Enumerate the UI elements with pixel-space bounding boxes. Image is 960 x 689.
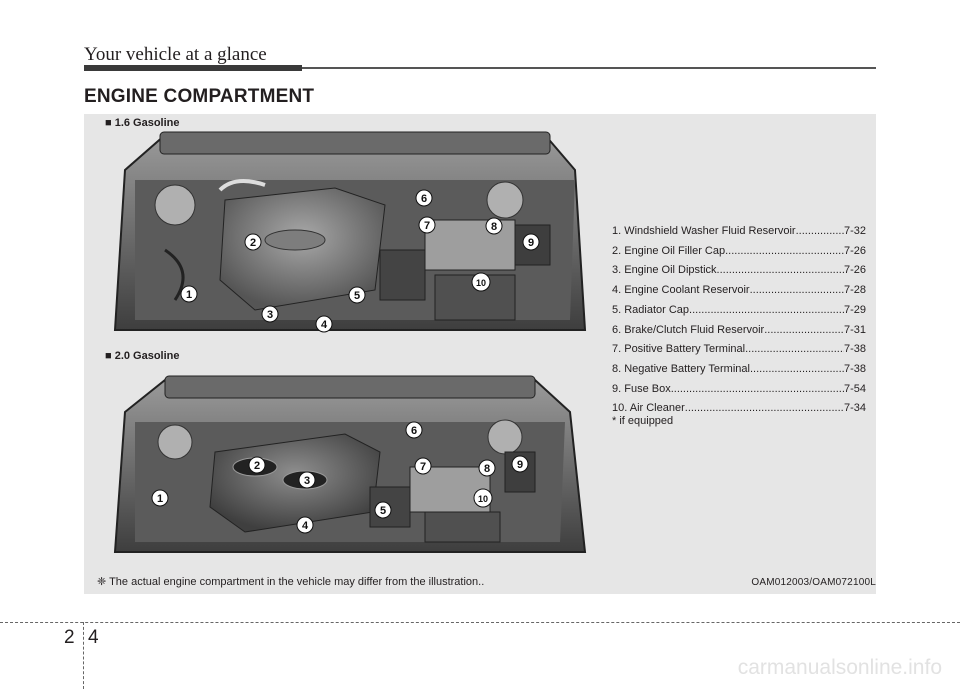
variant-label-2-0: ■ 2.0 Gasoline bbox=[105, 350, 180, 362]
section-title: ENGINE COMPARTMENT bbox=[84, 86, 315, 107]
svg-text:6: 6 bbox=[411, 425, 417, 437]
page-number: 4 bbox=[88, 627, 99, 648]
svg-text:7: 7 bbox=[424, 220, 430, 232]
parts-list: 1. Windshield Washer Fluid Reservoir7-32… bbox=[612, 222, 866, 419]
engine-illustration-2-0: 1 2 3 4 5 6 7 8 9 10 bbox=[113, 375, 587, 553]
svg-text:5: 5 bbox=[354, 290, 360, 302]
svg-text:8: 8 bbox=[484, 463, 490, 475]
header-bar-light bbox=[302, 67, 876, 69]
variant-label-1-6: ■ 1.6 Gasoline bbox=[105, 117, 180, 129]
list-item: 2. Engine Oil Filler Cap7-26 bbox=[612, 242, 866, 262]
svg-text:10: 10 bbox=[478, 494, 488, 504]
list-item: 1. Windshield Washer Fluid Reservoir7-32 bbox=[612, 222, 866, 242]
list-item: 10. Air Cleaner7-34 bbox=[612, 399, 866, 419]
watermark: carmanualsonline.info bbox=[737, 656, 942, 679]
list-item: 4. Engine Coolant Reservoir7-28 bbox=[612, 281, 866, 301]
svg-text:1: 1 bbox=[186, 289, 192, 301]
svg-text:8: 8 bbox=[491, 221, 497, 233]
svg-text:4: 4 bbox=[302, 520, 309, 532]
list-item: 9. Fuse Box7-54 bbox=[612, 380, 866, 400]
list-item: 8. Negative Battery Terminal7-38 bbox=[612, 360, 866, 380]
svg-text:10: 10 bbox=[476, 278, 486, 288]
svg-text:2: 2 bbox=[250, 237, 256, 249]
svg-text:9: 9 bbox=[517, 459, 523, 471]
svg-text:5: 5 bbox=[380, 505, 386, 517]
svg-text:2: 2 bbox=[254, 460, 260, 472]
svg-text:4: 4 bbox=[321, 319, 328, 331]
svg-text:3: 3 bbox=[304, 475, 310, 487]
svg-text:6: 6 bbox=[421, 193, 427, 205]
engine-illustration-1-6: 1 2 3 4 5 6 7 8 9 10 bbox=[113, 131, 587, 333]
page-footer-divider bbox=[83, 622, 84, 689]
svg-text:7: 7 bbox=[420, 461, 426, 473]
list-item: 3. Engine Oil Dipstick7-26 bbox=[612, 261, 866, 281]
list-item: 5. Radiator Cap7-29 bbox=[612, 301, 866, 321]
page-footer-line bbox=[0, 622, 960, 623]
header-bar-dark bbox=[84, 65, 302, 71]
svg-text:9: 9 bbox=[528, 237, 534, 249]
page-header-title: Your vehicle at a glance bbox=[84, 44, 267, 65]
list-item: 7. Positive Battery Terminal7-38 bbox=[612, 340, 866, 360]
image-code: OAM012003/OAM072100L bbox=[751, 577, 876, 588]
svg-text:3: 3 bbox=[267, 309, 273, 321]
svg-text:1: 1 bbox=[157, 493, 163, 505]
list-item: 6. Brake/Clutch Fluid Reservoir7-31 bbox=[612, 321, 866, 341]
illustration-note: ❈ The actual engine compartment in the v… bbox=[97, 576, 485, 588]
footnote: * if equipped bbox=[612, 415, 674, 427]
chapter-number: 2 bbox=[64, 627, 75, 648]
